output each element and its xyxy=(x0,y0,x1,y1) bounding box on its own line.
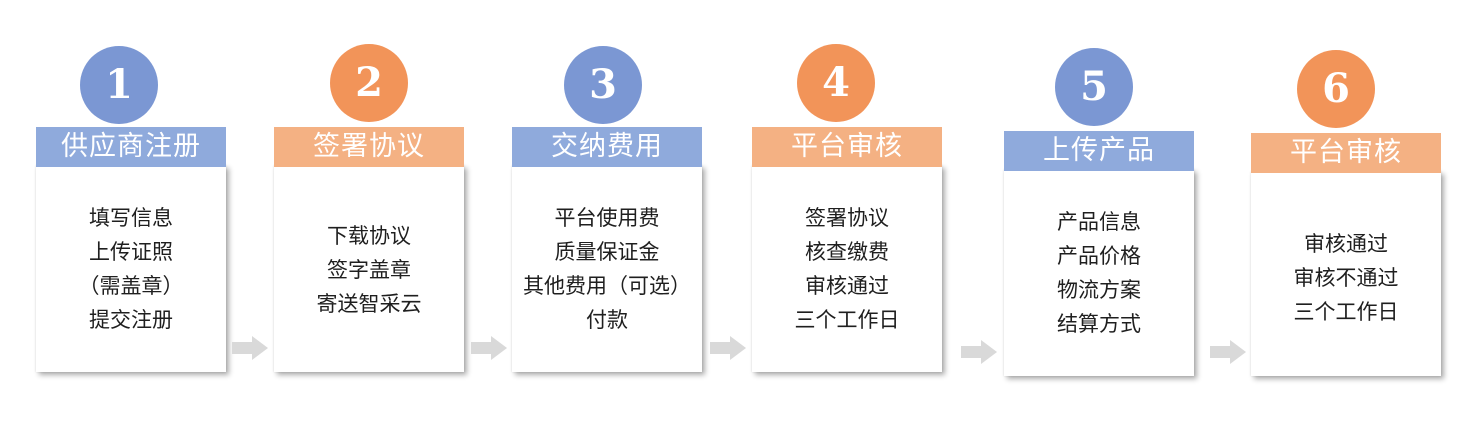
step-item: 下载协议 xyxy=(327,224,411,248)
step-items: 签署协议 核查缴费 审核通过 三个工作日 xyxy=(752,201,942,337)
step-item: 其他费用（可选） xyxy=(523,274,691,298)
step-card: 审核通过 审核不通过 三个工作日 xyxy=(1251,171,1441,376)
step-card: 产品信息 产品价格 物流方案 结算方式 xyxy=(1004,169,1194,376)
step-item: 结算方式 xyxy=(1057,312,1141,336)
step-title: 交纳费用 xyxy=(512,127,702,167)
step-number: 6 xyxy=(1297,50,1375,128)
step-item: 物流方案 xyxy=(1057,278,1141,302)
step-card: 签署协议 核查缴费 审核通过 三个工作日 xyxy=(752,165,942,372)
step-number: 2 xyxy=(330,44,408,122)
step-item: 三个工作日 xyxy=(1293,300,1399,324)
step-item: 签署协议 xyxy=(805,206,889,230)
step-items: 填写信息 上传证照 （需盖章） 提交注册 xyxy=(36,201,226,337)
arrow-right-icon xyxy=(232,336,268,360)
step-number: 5 xyxy=(1055,48,1133,126)
step-item: 产品价格 xyxy=(1057,244,1141,268)
step-card: 填写信息 上传证照 （需盖章） 提交注册 xyxy=(36,165,226,372)
step-item: 核查缴费 xyxy=(805,240,889,264)
arrow-right-icon xyxy=(710,336,746,360)
step-item: 签字盖章 xyxy=(327,258,411,282)
step-item: 寄送智采云 xyxy=(316,292,422,316)
step-title: 签署协议 xyxy=(274,127,464,167)
step-item: 付款 xyxy=(586,308,628,332)
step-item: 审核通过 xyxy=(805,274,889,298)
step-item: 审核通过 xyxy=(1304,232,1388,256)
step-card: 下载协议 签字盖章 寄送智采云 xyxy=(274,165,464,372)
step-title: 供应商注册 xyxy=(36,127,226,167)
step-item: 质量保证金 xyxy=(554,240,660,264)
step-item: （需盖章） xyxy=(78,274,184,298)
arrow-right-icon xyxy=(471,336,507,360)
arrow-right-icon xyxy=(1210,340,1246,364)
step-item: 上传证照 xyxy=(89,240,173,264)
step-items: 下载协议 签字盖章 寄送智采云 xyxy=(274,219,464,321)
step-items: 审核通过 审核不通过 三个工作日 xyxy=(1251,227,1441,329)
step-items: 平台使用费 质量保证金 其他费用（可选） 付款 xyxy=(512,201,702,337)
arrow-right-icon xyxy=(961,340,997,364)
step-title: 平台审核 xyxy=(1251,133,1441,173)
step-items: 产品信息 产品价格 物流方案 结算方式 xyxy=(1004,205,1194,341)
step-item: 填写信息 xyxy=(89,206,173,230)
step-card: 平台使用费 质量保证金 其他费用（可选） 付款 xyxy=(512,165,702,372)
step-number: 3 xyxy=(564,46,642,124)
step-item: 审核不通过 xyxy=(1293,266,1399,290)
step-title: 上传产品 xyxy=(1004,131,1194,171)
step-item: 产品信息 xyxy=(1057,210,1141,234)
step-item: 提交注册 xyxy=(89,308,173,332)
step-item: 平台使用费 xyxy=(554,206,660,230)
step-item: 三个工作日 xyxy=(794,308,900,332)
step-number: 1 xyxy=(80,46,158,124)
step-number: 4 xyxy=(797,44,875,122)
step-title: 平台审核 xyxy=(752,127,942,167)
